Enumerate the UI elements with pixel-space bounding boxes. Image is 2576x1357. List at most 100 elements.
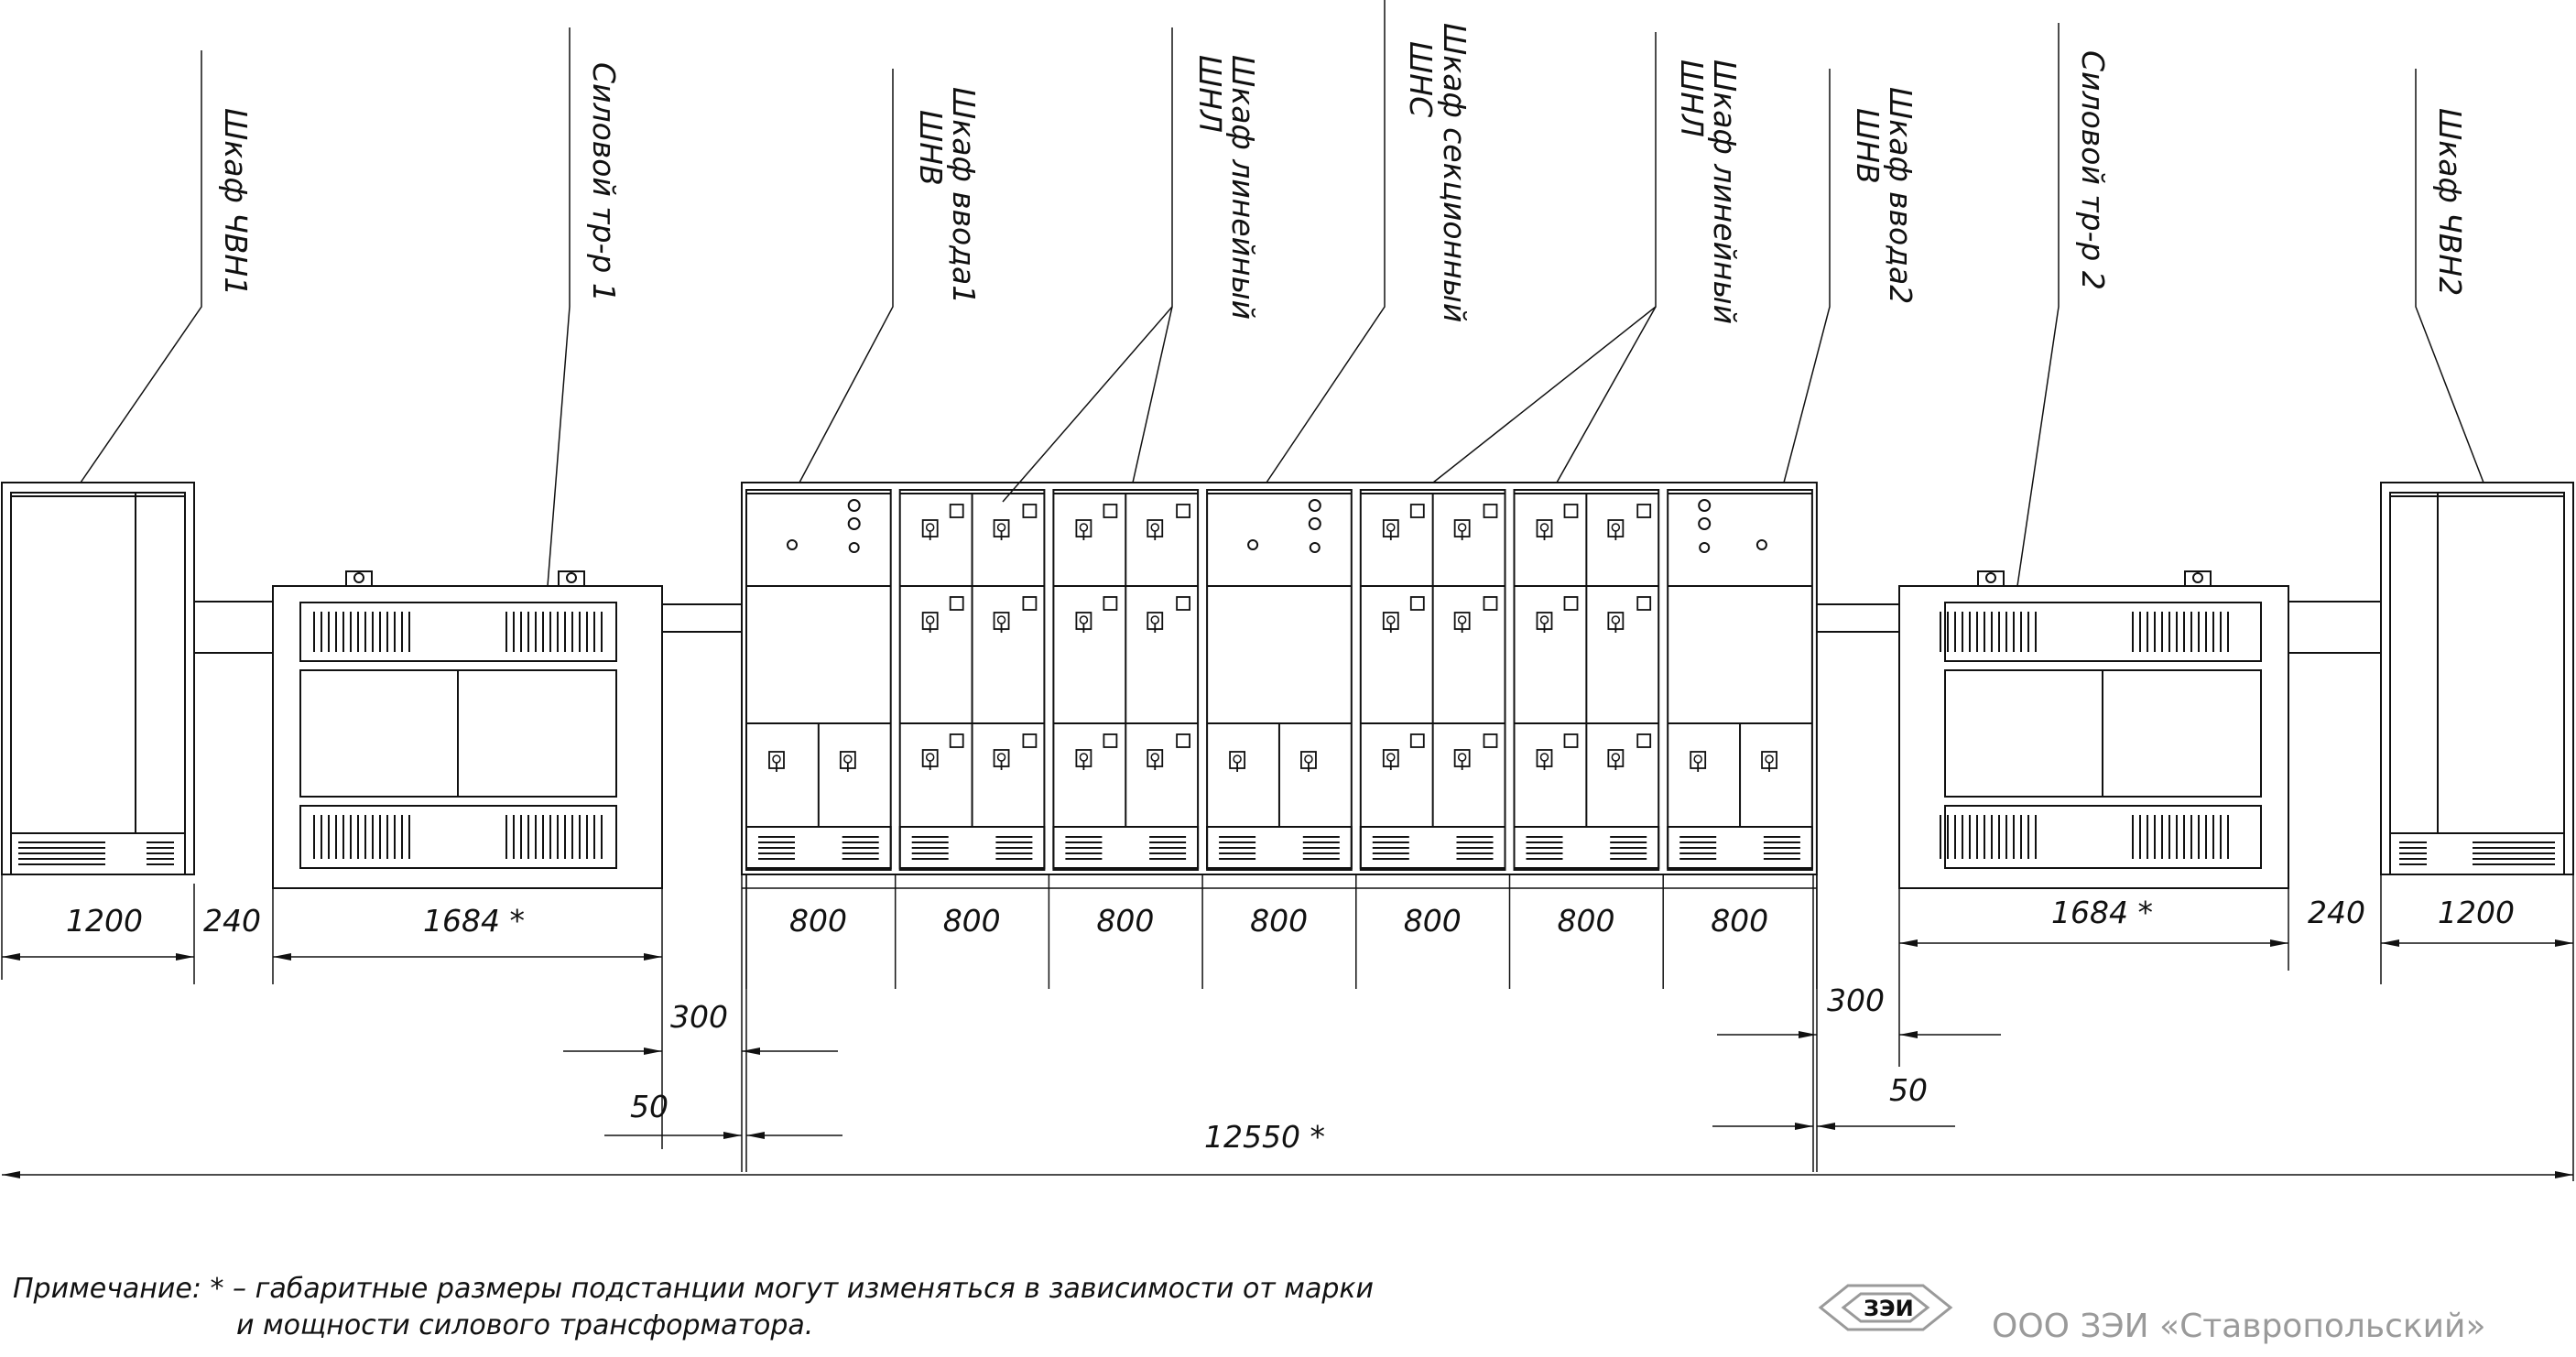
lock-icon [921, 749, 939, 770]
lock-icon [993, 519, 1010, 540]
dim-right-gap: 240 [2308, 895, 2365, 930]
label-vvod1-code: ШНВ [913, 110, 949, 186]
indicator-icon [1176, 596, 1190, 611]
cabinet-chvn1 [1, 482, 195, 875]
switch-knob [1755, 539, 1767, 550]
lock-icon [1075, 749, 1092, 770]
lock-icon [1075, 612, 1092, 633]
indicator-icon [949, 596, 964, 611]
indicator-icon [1409, 504, 1425, 518]
label-vvod2: Шкаф ввода2 [1883, 87, 1918, 304]
switch-knob [1699, 542, 1711, 553]
transformer-2 [1898, 570, 2289, 889]
label-tr1: Силовой тр-р 1 [586, 62, 622, 302]
lock-icon [1761, 751, 1777, 772]
switch-knob [1247, 539, 1259, 550]
indicator-icon [1636, 504, 1652, 518]
dimension-values: 1200 240 1684 * 1684 * 240 1200 300 50 3… [66, 895, 2515, 1155]
label-lin1: Шкаф линейный [1225, 55, 1261, 320]
switch-knob [787, 539, 798, 550]
dim-panel-4: 800 [1250, 903, 1308, 939]
indicator-lamp [1308, 517, 1321, 530]
lock-icon [921, 519, 939, 540]
indicator-icon [1022, 596, 1038, 611]
indicator-icon [1409, 596, 1425, 611]
indicator-icon [949, 504, 964, 518]
lock-icon [768, 751, 785, 772]
dimension-lines [1, 874, 2574, 1181]
panel-3 [1052, 489, 1200, 871]
indicator-icon [1563, 504, 1579, 518]
indicator-lamp [847, 499, 861, 512]
indicator-lamp [1698, 499, 1712, 512]
switchgear-lineup [741, 482, 1818, 875]
dim-left-chvn: 1200 [66, 903, 143, 939]
dim-right-chvn: 1200 [2438, 895, 2515, 930]
indicator-icon [1176, 733, 1190, 748]
panel-body [1052, 489, 1200, 871]
lock-icon [1147, 749, 1164, 770]
lock-icon [1536, 519, 1553, 540]
dim-left-trafo: 1684 * [423, 903, 525, 939]
indicator-icon [1409, 733, 1425, 748]
indicator-icon [1022, 504, 1038, 518]
panel-1 [745, 489, 892, 871]
bus-duct-left [194, 601, 273, 654]
company-name: ООО ЗЭИ «Ставропольский» [1992, 1308, 2486, 1345]
logo-text: ЗЭИ [1864, 1296, 1914, 1321]
bus-duct-left-2 [662, 603, 742, 633]
company-logo: ЗЭИ [1818, 1284, 1953, 1331]
lock-icon [1536, 749, 1553, 770]
panel-body [898, 489, 1046, 871]
label-vvod1: Шкаф ввода1 [946, 87, 982, 304]
callout-labels: Шкаф ЧВН1 Силовой тр-р 1 Шкаф ввода1 ШНВ… [218, 23, 2468, 324]
lineup-frame [741, 482, 1818, 875]
indicator-icon [1103, 596, 1118, 611]
label-lin2-code: ШНЛ [1674, 60, 1710, 137]
indicator-icon [1022, 733, 1038, 748]
indicator-icon [1483, 733, 1498, 748]
indicator-lamp [1308, 499, 1321, 512]
transformer-2-vents [1940, 612, 2229, 859]
cabinet-chvn2 [2380, 482, 2574, 875]
dim-total: 12550 * [1204, 1119, 1325, 1155]
bus-duct-right [1817, 603, 1899, 633]
leader-lines [80, 0, 2484, 587]
label-tr2: Силовой тр-р 2 [2075, 50, 2111, 290]
indicator-lamp [847, 517, 861, 530]
indicator-lamp [1698, 517, 1712, 530]
lock-icon [1382, 612, 1399, 633]
lock-icon [1690, 751, 1707, 772]
indicator-icon [1563, 733, 1579, 748]
panel-body [1359, 489, 1506, 871]
indicator-icon [1103, 504, 1118, 518]
dim-left-300: 300 [670, 999, 728, 1035]
lock-icon [1536, 612, 1553, 633]
label-chvn2: Шкаф ЧВН2 [2432, 108, 2468, 296]
lock-icon [921, 612, 939, 633]
label-lin2: Шкаф линейный [1707, 60, 1743, 324]
lock-icon [1075, 519, 1092, 540]
dim-panel-7: 800 [1711, 903, 1768, 939]
lock-icon [1382, 519, 1399, 540]
panel-5 [1359, 489, 1506, 871]
dim-panel-3: 800 [1096, 903, 1154, 939]
indicator-icon [1563, 596, 1579, 611]
panel-6 [1513, 489, 1660, 871]
lock-icon [1607, 749, 1625, 770]
panel-body [1667, 489, 1813, 871]
lock-icon [1453, 612, 1471, 633]
indicator-icon [1483, 504, 1498, 518]
lock-icon [1382, 749, 1399, 770]
lock-icon [1607, 612, 1625, 633]
indicator-icon [1636, 733, 1652, 748]
dim-panel-5: 800 [1404, 903, 1462, 939]
dim-panel-2: 800 [943, 903, 1001, 939]
label-sec: Шкаф секционный [1437, 23, 1473, 322]
panel-7 [1667, 489, 1813, 871]
panel-2 [898, 489, 1046, 871]
switch-knob [848, 542, 860, 553]
lock-icon [993, 749, 1010, 770]
